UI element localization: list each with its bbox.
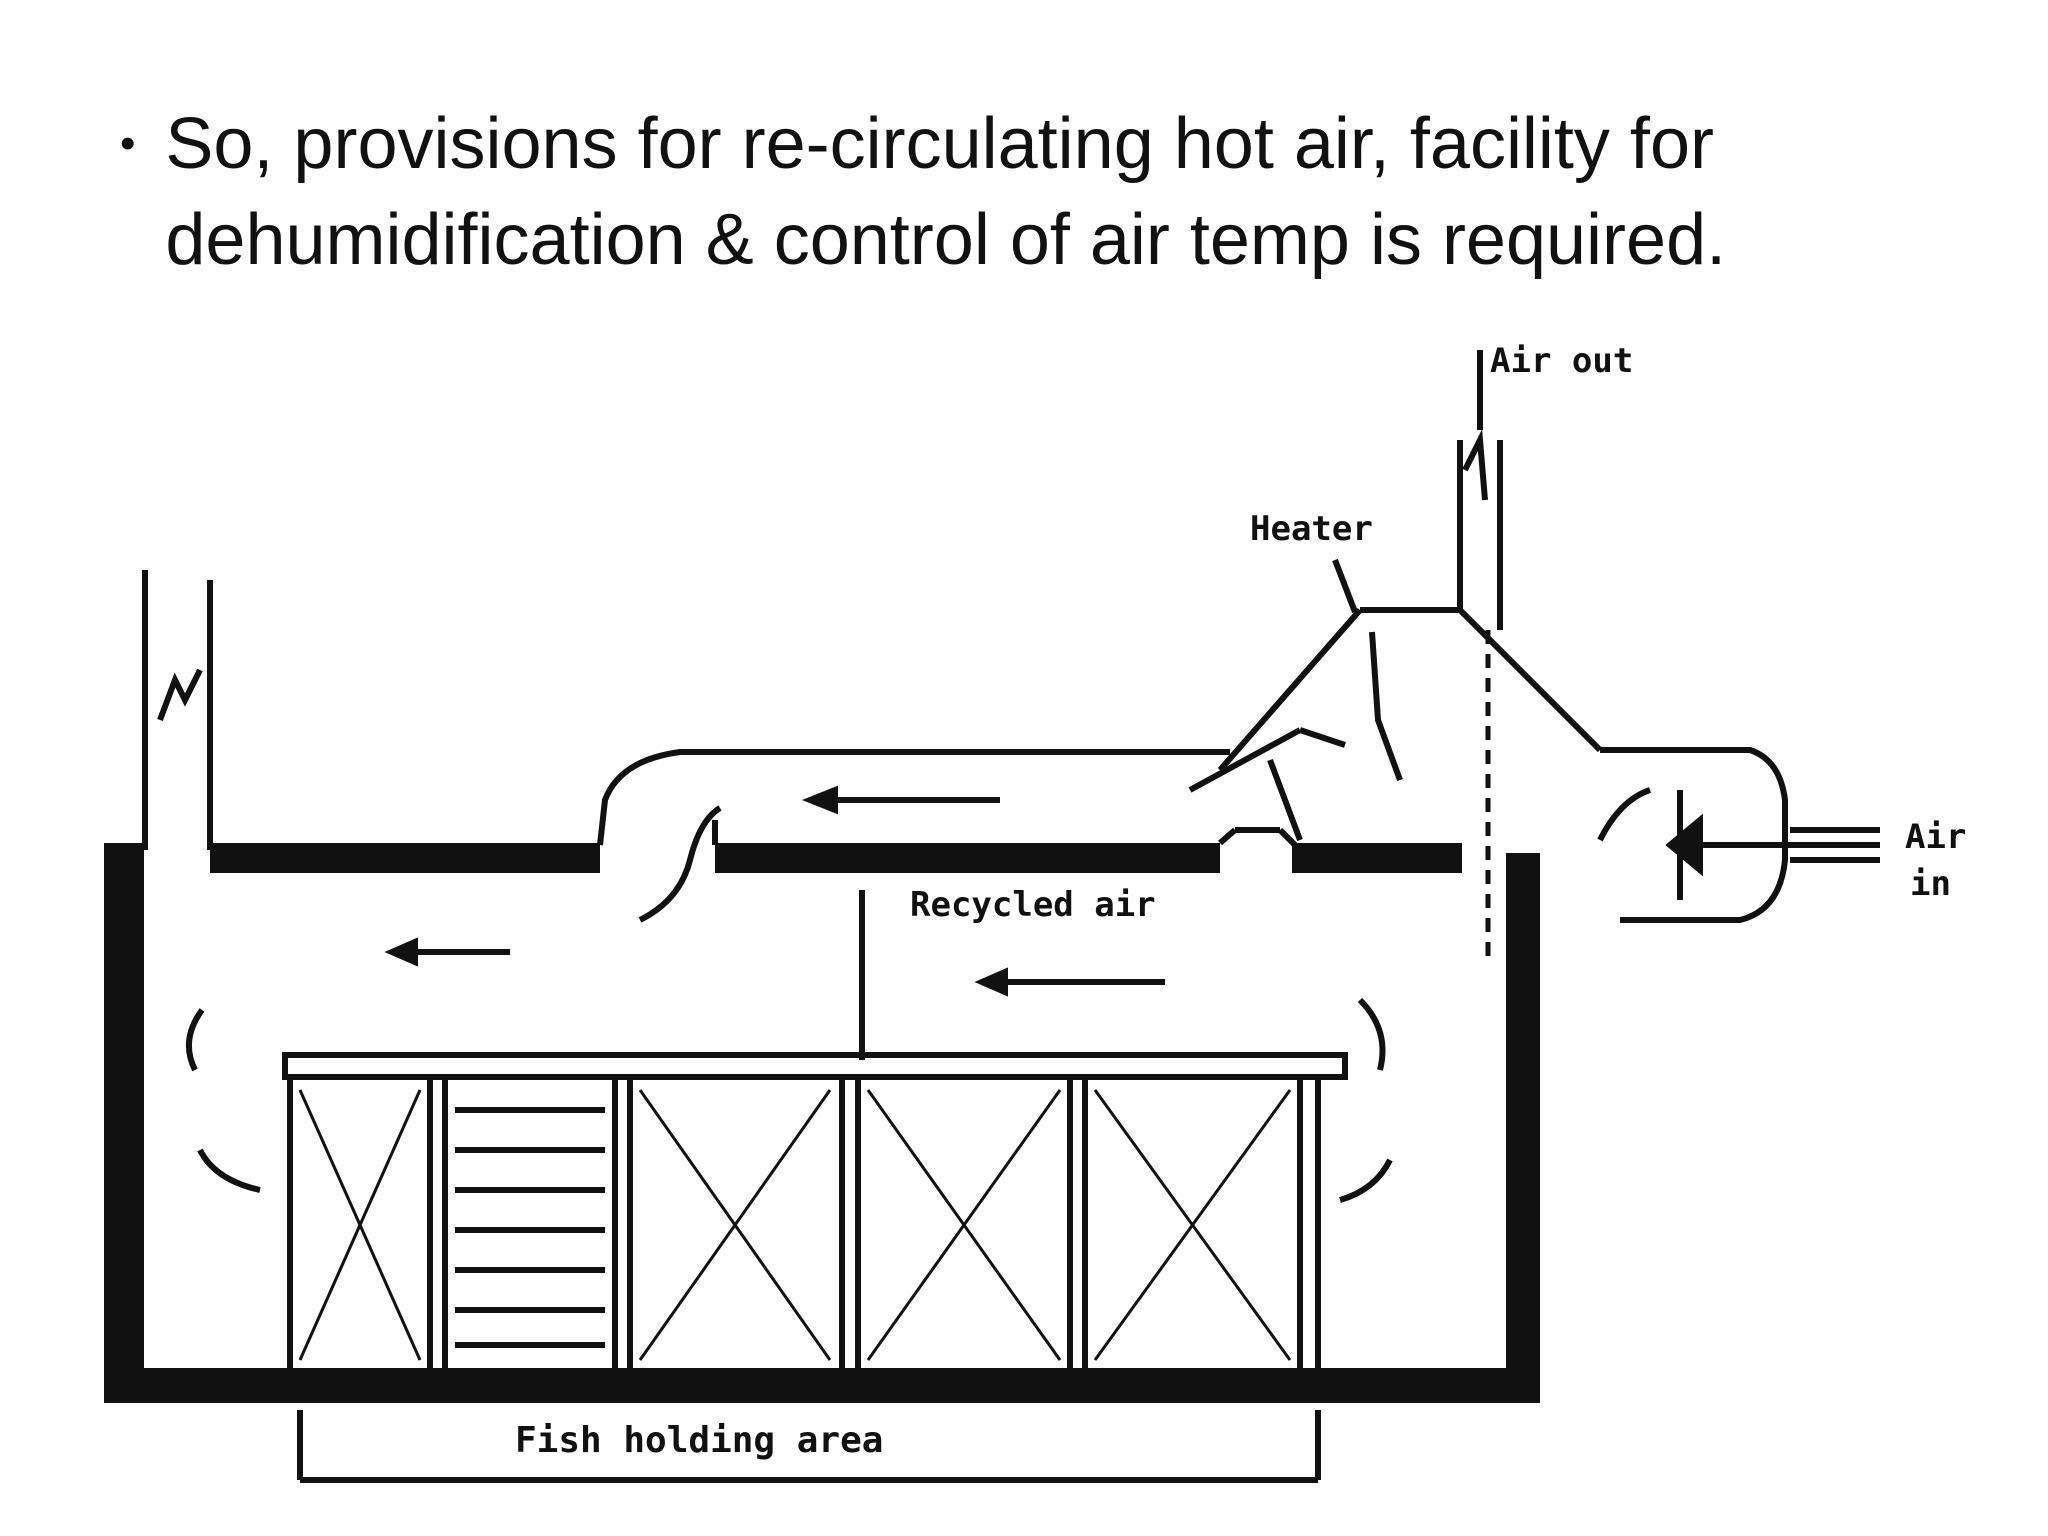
fan-icon: [1597, 787, 1880, 900]
drying-racks: [282, 1052, 1348, 1370]
recirculation-duct: [597, 749, 1298, 923]
label-air-in-1: Air: [1905, 817, 1966, 857]
airflow-arrows: [185, 785, 1393, 1203]
bullet-item: • So, provisions for re-circulating hot …: [120, 96, 1940, 288]
right-wall: [1506, 853, 1540, 1403]
roof-left: [210, 843, 600, 873]
rack-top-beam: [282, 1052, 1348, 1080]
label-heater: Heater: [1250, 509, 1373, 549]
label-air-out: Air out: [1490, 341, 1633, 381]
bullet-marker: •: [120, 119, 136, 168]
chamber-walls: [104, 843, 1540, 1403]
bullet-text: So, provisions for re-circulating hot ai…: [165, 104, 1727, 280]
left-chimney: [142, 570, 213, 850]
label-air-in-2: in: [1910, 864, 1951, 904]
bullet-list: • So, provisions for re-circulating hot …: [120, 96, 1940, 288]
floor: [104, 1368, 1540, 1403]
holding-area-bracket: [297, 1410, 1321, 1483]
heater-assembly: [1188, 558, 1788, 923]
left-wall: [104, 843, 144, 1403]
exhaust-stack: [1457, 350, 1503, 630]
roof-middle: [715, 843, 1220, 873]
roof-right: [1292, 843, 1462, 873]
label-fish-holding-area: Fish holding area: [515, 1420, 883, 1461]
label-recycled-air: Recycled air: [910, 885, 1156, 925]
